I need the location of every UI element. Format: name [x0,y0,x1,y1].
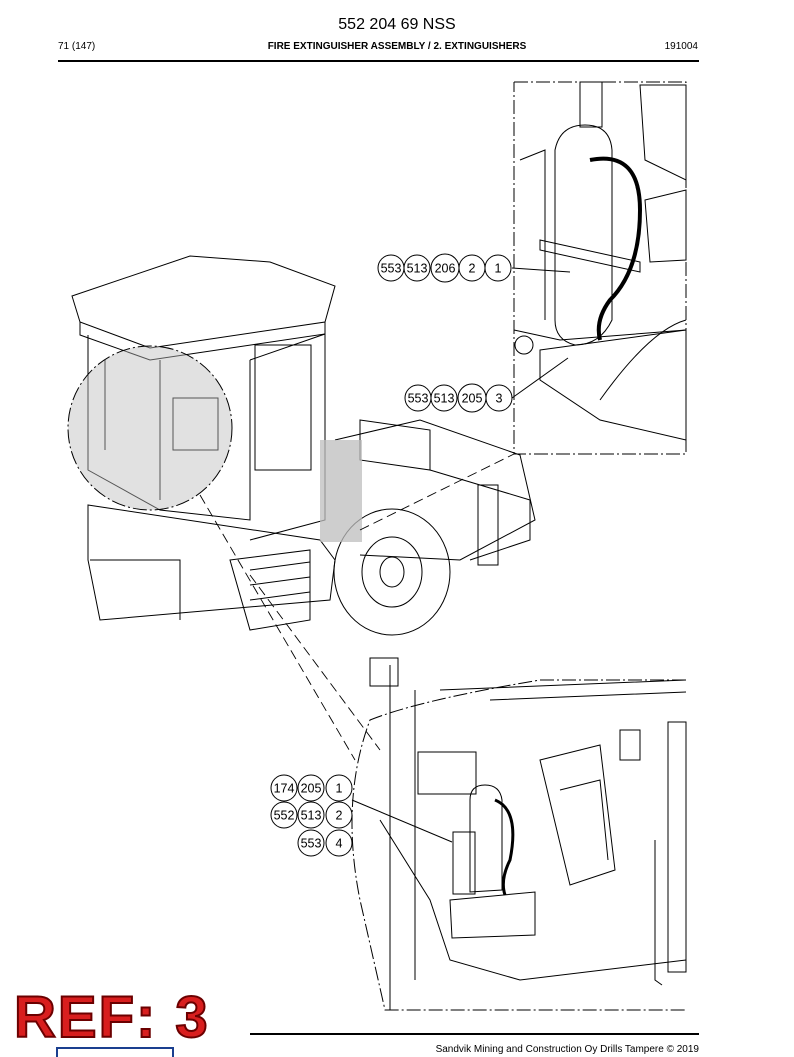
footer-copyright: Sandvik Mining and Construction Oy Drill… [435,1044,699,1055]
callout-label: 1 [495,262,502,276]
callout-label: 205 [462,392,483,406]
cab-detail-circle [67,345,233,511]
sandvik-logo [56,1047,174,1057]
callout-label: 552 [274,809,295,823]
callout-group-top-2: 553 513 205 3 [404,383,513,413]
callout-label: 513 [434,392,455,406]
top-detail-art [513,81,687,441]
callout-group-bottom-2: 552 513 2 [270,801,353,829]
callout-label: 553 [301,837,322,851]
top-detail-frame [513,81,687,455]
callout-leaders [351,267,571,843]
ref-stamp: REF: 3 [13,984,210,1051]
doc-number: 552 204 69 NSS [338,16,456,33]
callout-label: 4 [336,837,343,851]
callout-label: 513 [407,262,428,276]
bottom-detail [351,657,687,1011]
callout-group-bottom-1: 174 205 1 [270,774,353,802]
date-code: 191004 [664,41,698,52]
callout-label: 553 [408,392,429,406]
callout-group-bottom-3: 553 4 [297,829,353,857]
callout-label: 2 [469,262,476,276]
callout-label: 205 [301,782,322,796]
callout-label: 3 [496,392,503,406]
machine-art [71,255,536,636]
callout-label: 2 [336,809,343,823]
page-title: FIRE EXTINGUISHER ASSEMBLY / 2. EXTINGUI… [267,41,527,52]
footer-rule [250,1033,699,1035]
extinguisher-highlight [320,440,362,542]
leader-lines [199,453,515,761]
callout-group-top-1: 553 513 206 2 1 [377,253,512,283]
header-rule [58,60,699,62]
callout-label: 174 [274,782,295,796]
callout-label: 513 [301,809,322,823]
page-number: 71 (147) [58,41,96,52]
callout-label: 1 [336,782,343,796]
callout-label: 553 [381,262,402,276]
callout-label: 206 [435,262,456,276]
